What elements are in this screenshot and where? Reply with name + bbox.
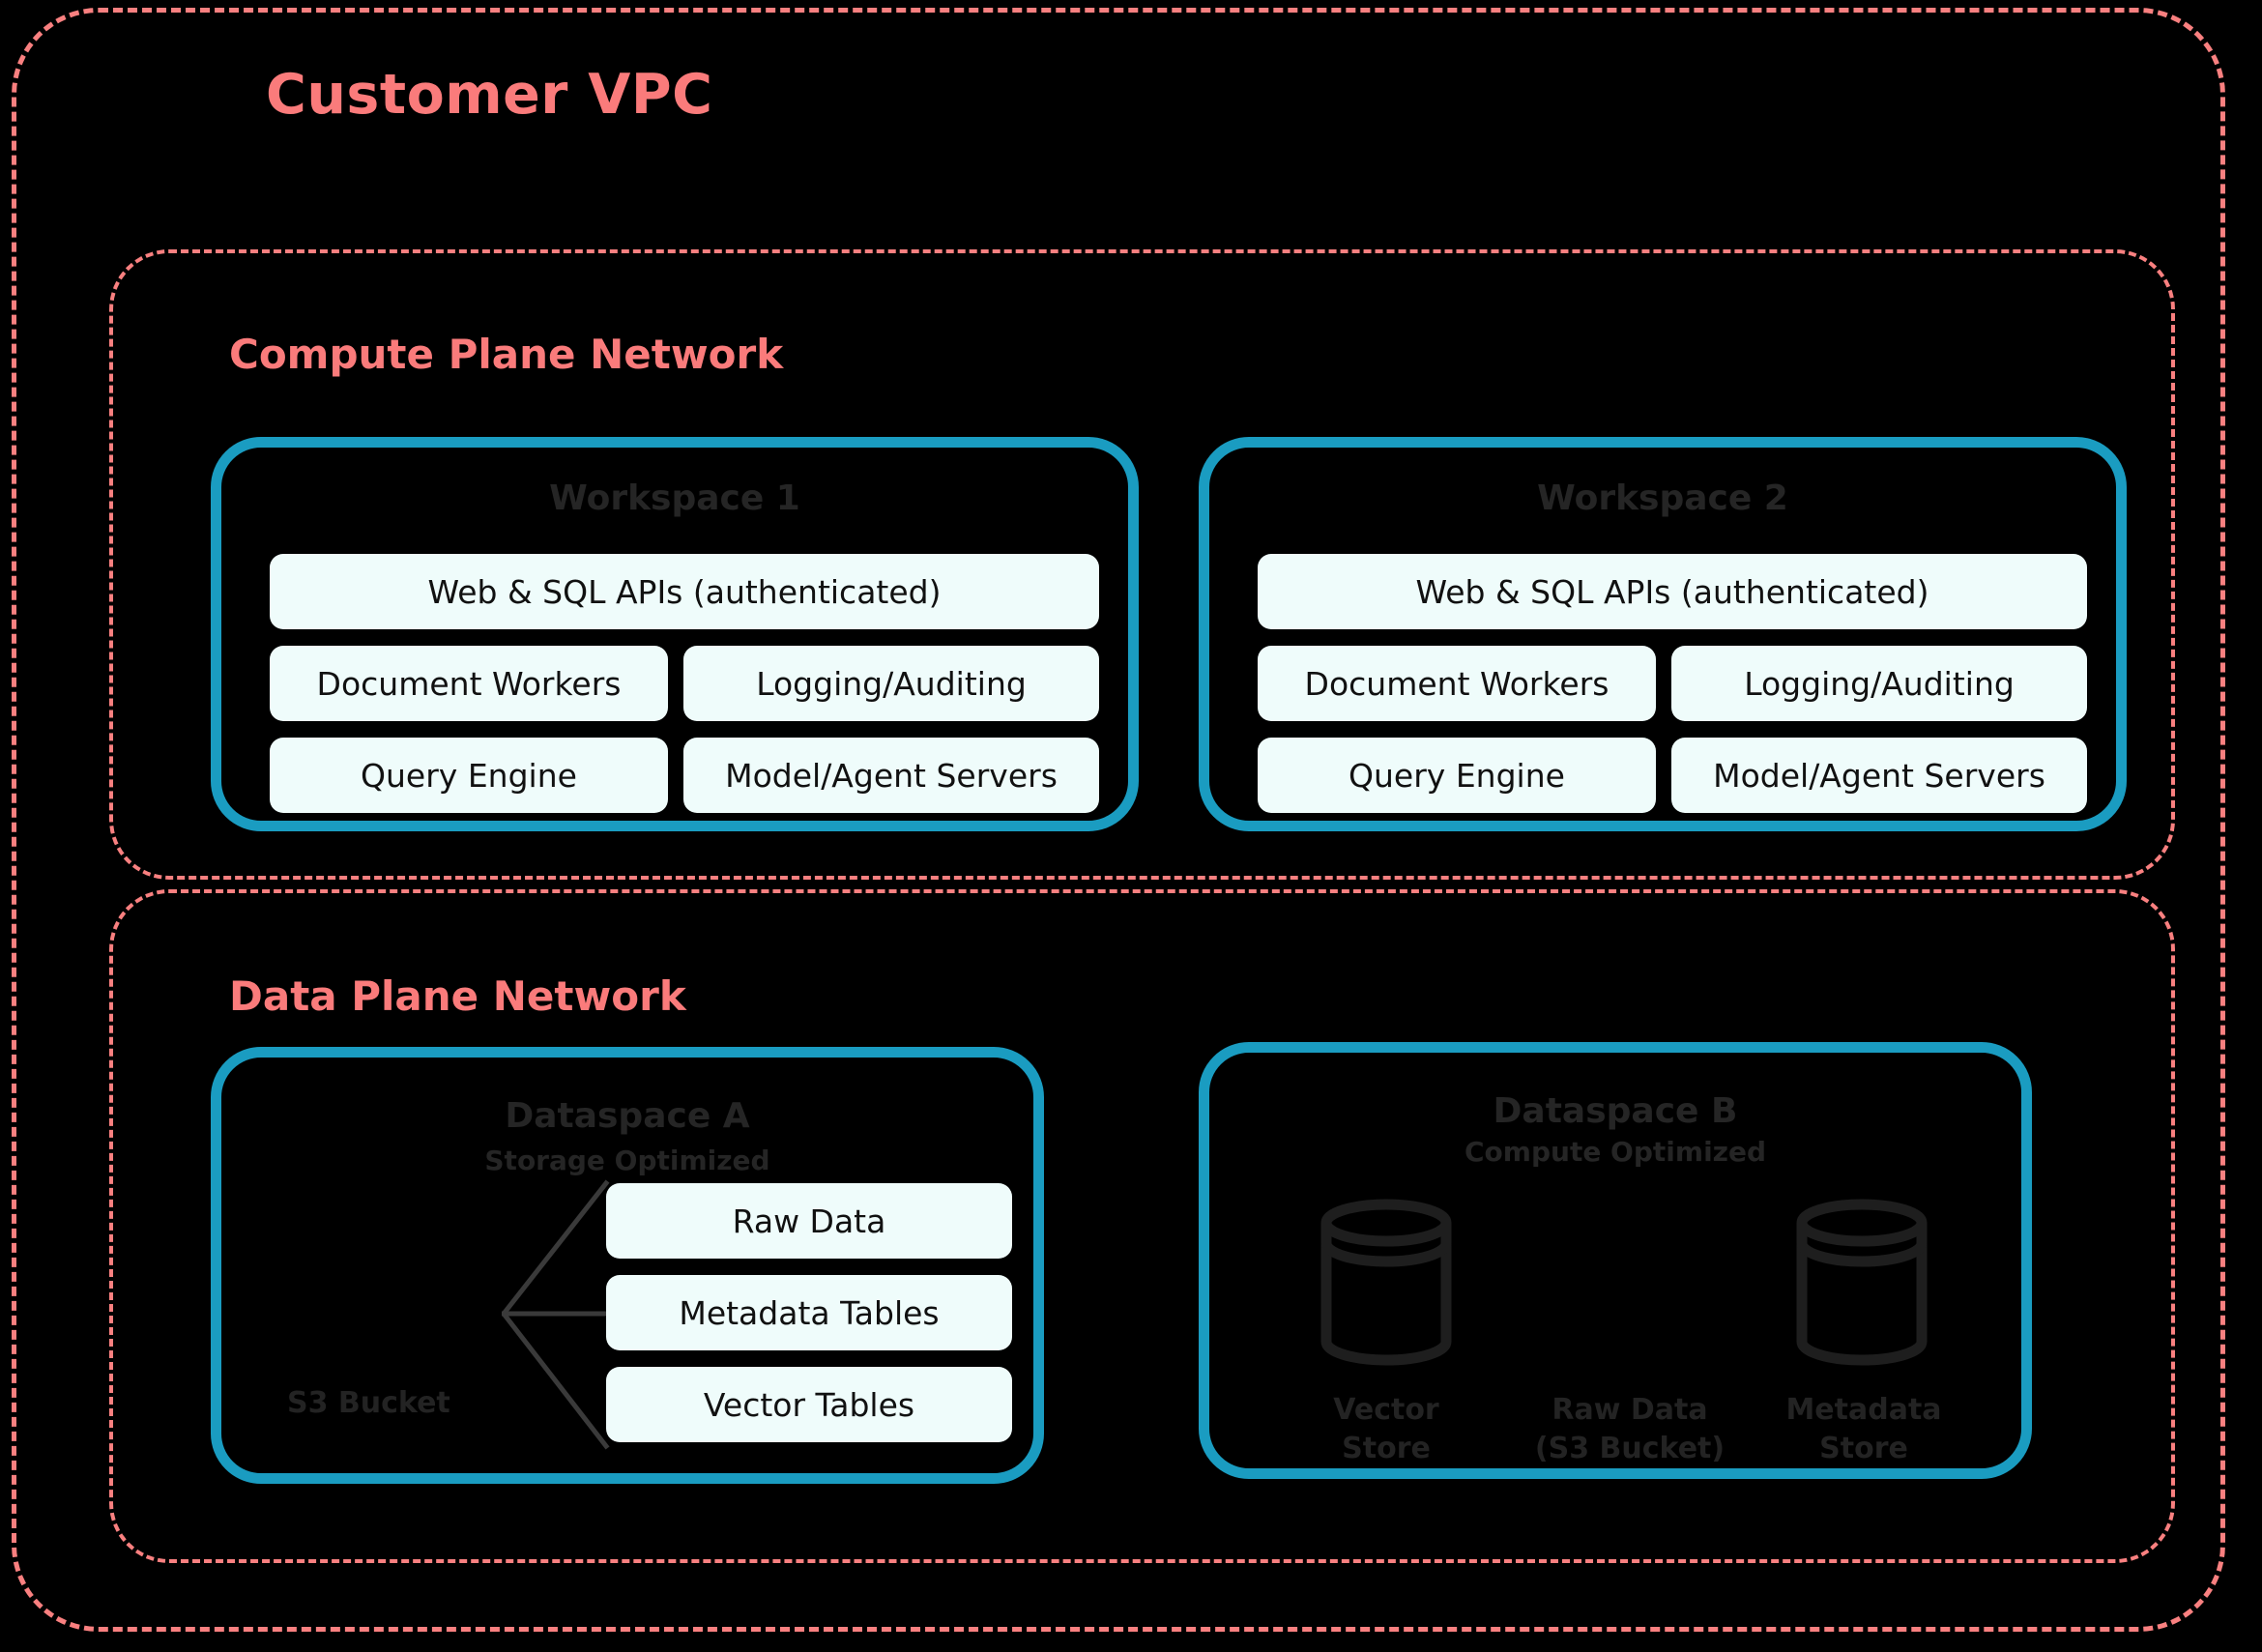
dataspace-a-title: Dataspace A [505,1096,750,1136]
store-label-line1: Metadata [1785,1393,1942,1427]
fan-connector-icon [502,1179,610,1450]
store-label-line2: (S3 Bucket) [1534,1431,1726,1465]
service-box-web-sql-apis[interactable]: Web & SQL APIs (authenticated) [270,554,1099,629]
workspace-2-title: Workspace 2 [1537,478,1788,518]
database-cylinder-icon [1796,1199,1928,1366]
store-label-line2: Store [1819,1431,1908,1465]
database-cylinder-icon [1320,1199,1452,1366]
service-box-web-sql-apis[interactable]: Web & SQL APIs (authenticated) [1258,554,2087,629]
workspace-1-title: Workspace 1 [549,478,800,518]
data-plane-title: Data Plane Network [229,972,686,1020]
dataspace-a-subtitle: Storage Optimized [484,1145,770,1176]
store-label-raw-data-s3-bucket: Raw Data (S3 Bucket) [1519,1391,1741,1467]
workspace-2-card[interactable]: Workspace 2 Web & SQL APIs (authenticate… [1199,437,2127,831]
store-label-vector-store: Vector Store [1275,1391,1497,1467]
data-plane-network: Data Plane Network [109,889,2175,1563]
store-label-line1: Raw Data [1552,1393,1708,1427]
dataspace-b-card[interactable]: Dataspace B Compute Optimized Vector Sto… [1199,1042,2032,1479]
service-box-logging-auditing[interactable]: Logging/Auditing [1671,646,2087,721]
dataspace-a-s3-bucket-label: S3 Bucket [287,1386,450,1420]
dataspace-b-title: Dataspace B [1493,1091,1738,1131]
service-box-model-agent-servers[interactable]: Model/Agent Servers [683,738,1099,813]
service-box-logging-auditing[interactable]: Logging/Auditing [683,646,1099,721]
service-box-query-engine[interactable]: Query Engine [270,738,668,813]
dataspace-b-subtitle: Compute Optimized [1464,1136,1766,1168]
dataspace-a-card[interactable]: Dataspace A Storage Optimized Raw Data M… [211,1047,1044,1484]
store-label-line2: Store [1342,1431,1431,1465]
vpc-title: Customer VPC [266,63,713,127]
service-box-query-engine[interactable]: Query Engine [1258,738,1656,813]
data-box-raw-data[interactable]: Raw Data [606,1183,1012,1259]
compute-plane-title: Compute Plane Network [229,331,784,378]
compute-plane-network: Compute Plane Network [109,249,2175,880]
store-label-line1: Vector [1333,1393,1439,1427]
store-label-metadata-store: Metadata Store [1753,1391,1975,1467]
data-box-metadata-tables[interactable]: Metadata Tables [606,1275,1012,1350]
data-box-vector-tables[interactable]: Vector Tables [606,1367,1012,1442]
customer-vpc-boundary: Customer VPC [12,8,2225,1632]
service-box-document-workers[interactable]: Document Workers [1258,646,1656,721]
service-box-document-workers[interactable]: Document Workers [270,646,668,721]
service-box-model-agent-servers[interactable]: Model/Agent Servers [1671,738,2087,813]
workspace-1-card[interactable]: Workspace 1 Web & SQL APIs (authenticate… [211,437,1139,831]
